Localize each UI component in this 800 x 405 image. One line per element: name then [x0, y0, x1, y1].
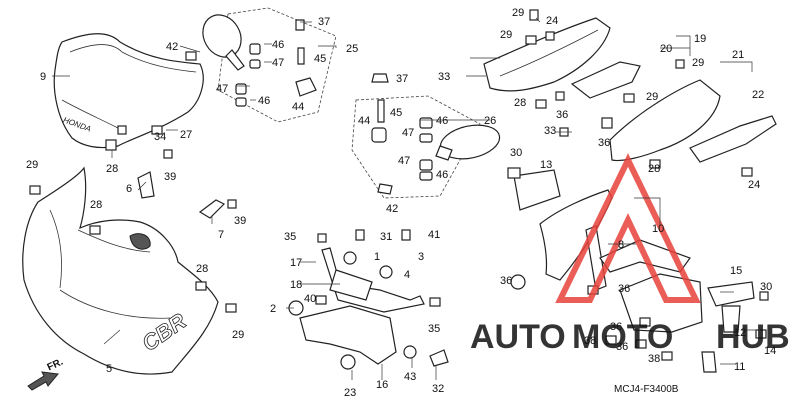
callout-30: 30 — [510, 147, 522, 159]
callout-25: 25 — [346, 43, 358, 55]
watermark: AUTO MOTO HUB — [470, 153, 790, 356]
callout-36: 36 — [618, 283, 630, 295]
callout-36: 36 — [556, 109, 568, 121]
callout-44: 44 — [358, 115, 370, 127]
callout-17: 17 — [290, 257, 302, 269]
callout-26: 26 — [484, 115, 496, 127]
callout-32: 32 — [432, 383, 444, 395]
callout-11: 11 — [734, 361, 745, 373]
callout-39: 39 — [234, 215, 246, 227]
callout-5: 5 — [106, 363, 112, 375]
front-direction-arrow: FR. — [27, 357, 65, 391]
watermark-text-moto: MOTO — [572, 318, 673, 356]
callout-29: 29 — [646, 91, 658, 103]
inner-cowl-lower — [601, 59, 777, 177]
inner-cowl-upper — [483, 9, 641, 137]
callout-41: 41 — [428, 229, 440, 241]
callout-46: 46 — [436, 169, 448, 181]
diagram-code: MCJ4-F3400B — [614, 384, 679, 395]
upper-cowl-part: CBR — [22, 166, 219, 375]
callout-13: 13 — [540, 159, 552, 171]
fr-label: FR. — [46, 357, 65, 374]
callout-46: 46 — [258, 95, 270, 107]
callout-29: 29 — [232, 329, 244, 341]
callout-29: 29 — [692, 57, 704, 69]
callout-4: 4 — [404, 269, 410, 281]
callout-14: 14 — [764, 345, 776, 357]
fairing-stay-bracket — [288, 229, 449, 370]
callout-29: 29 — [512, 7, 524, 19]
callout-46: 46 — [272, 39, 284, 51]
callout-46: 46 — [436, 115, 448, 127]
callout-40: 40 — [304, 293, 316, 305]
callout-28: 28 — [196, 263, 208, 275]
callout-47: 47 — [398, 155, 410, 167]
callout-2: 2 — [270, 303, 276, 315]
callout-44: 44 — [292, 101, 304, 113]
watermark-triangle-icon — [555, 153, 701, 303]
watermark-text-auto: AUTO — [470, 318, 566, 356]
grommet-37-middle — [371, 73, 389, 83]
callout-30: 30 — [760, 281, 772, 293]
callout-39: 39 — [164, 171, 176, 183]
callout-45: 45 — [390, 107, 402, 119]
callout-43: 43 — [404, 371, 416, 383]
callout-31: 31 — [380, 231, 392, 243]
callout-22: 22 — [752, 89, 764, 101]
callout-34: 34 — [154, 131, 166, 143]
callout-37: 37 — [396, 73, 408, 85]
callout-8: 8 — [618, 239, 624, 251]
callout-23: 23 — [344, 387, 356, 399]
callout-29: 29 — [500, 29, 512, 41]
callout-18: 18 — [290, 279, 302, 291]
callout-24: 24 — [748, 179, 760, 191]
callout-38: 38 — [584, 335, 596, 347]
callout-28: 28 — [90, 199, 102, 211]
callout-36: 36 — [500, 275, 512, 287]
callout-28: 28 — [106, 163, 118, 175]
callout-33: 33 — [438, 71, 450, 83]
callout-19: 19 — [694, 33, 706, 45]
callout-21: 21 — [732, 49, 744, 61]
watermark-text-hub: HUB — [716, 318, 790, 356]
callout-42: 42 — [386, 203, 398, 215]
callout-15: 15 — [730, 265, 742, 277]
callout-20: 20 — [660, 43, 672, 55]
callout-9: 9 — [40, 71, 46, 83]
callout-29: 29 — [26, 159, 38, 171]
callout-35: 35 — [428, 323, 440, 335]
callout-24: 24 — [546, 15, 558, 27]
leader-lines — [52, 17, 760, 380]
callout-27: 27 — [180, 129, 192, 141]
callout-16: 16 — [376, 379, 388, 391]
callout-12: 12 — [734, 327, 746, 339]
callout-36: 36 — [610, 321, 622, 333]
callout-36: 36 — [598, 137, 610, 149]
callout-45: 45 — [314, 53, 326, 65]
callout-28: 28 — [648, 163, 660, 175]
callout-47: 47 — [216, 83, 228, 95]
callout-7: 7 — [218, 229, 224, 241]
callout-47: 47 — [272, 57, 284, 69]
callout-33: 33 — [544, 125, 556, 137]
callout-38: 38 — [648, 353, 660, 365]
callout-6: 6 — [126, 183, 132, 195]
callout-10: 10 — [652, 223, 664, 235]
callout-1: 1 — [374, 251, 380, 263]
callout-42: 42 — [166, 41, 178, 53]
left-small-parts — [29, 51, 237, 313]
callout-3: 3 — [418, 251, 424, 263]
mirror-assembly-left — [351, 95, 501, 199]
callout-28: 28 — [514, 97, 526, 109]
mirror-assembly-right — [202, 7, 337, 123]
callout-36: 36 — [616, 341, 628, 353]
callout-37: 37 — [318, 16, 330, 28]
callout-35: 35 — [284, 231, 296, 243]
callout-47: 47 — [402, 127, 414, 139]
